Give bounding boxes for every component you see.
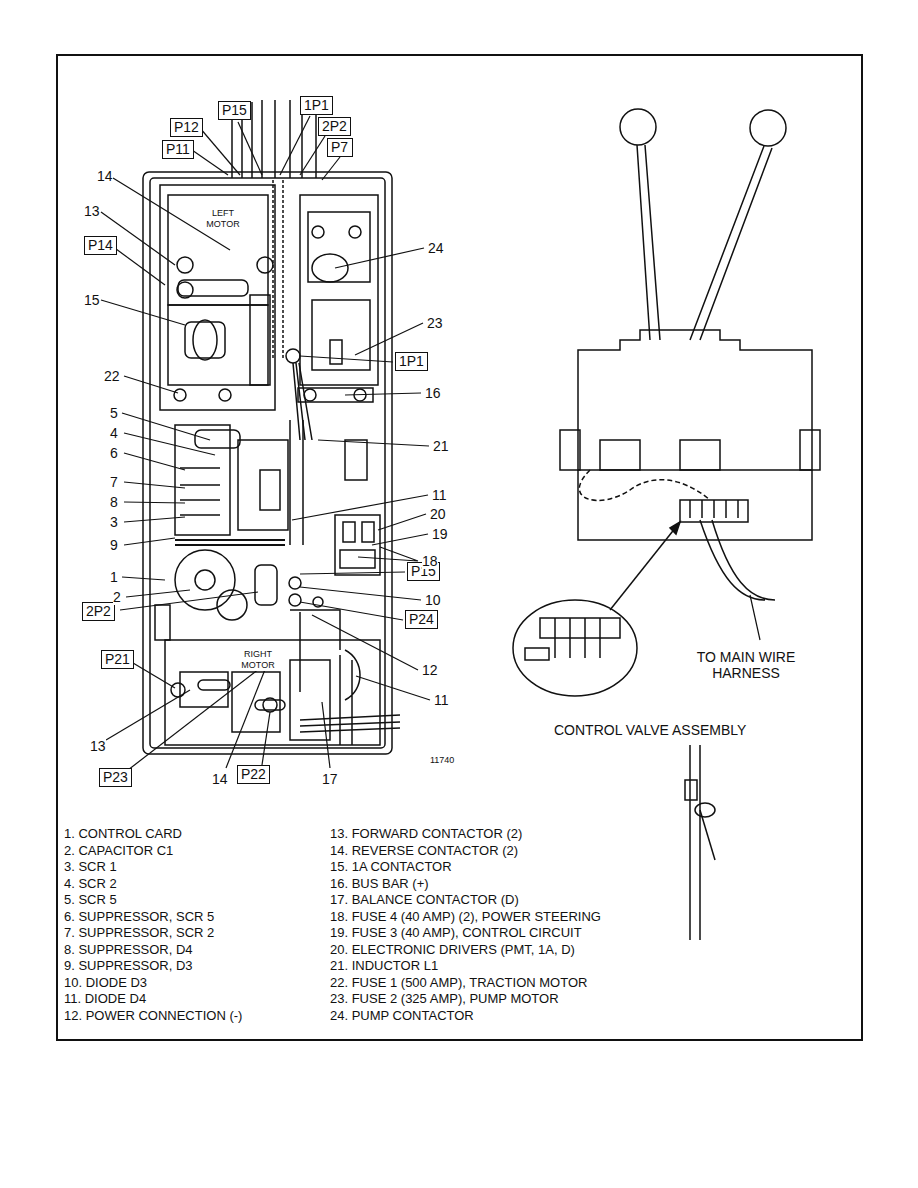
legend-item: 12. POWER CONNECTION (-) xyxy=(64,1008,242,1024)
legend-item: 24. PUMP CONTACTOR xyxy=(330,1008,474,1024)
legend-item: 16. BUS BAR (+) xyxy=(330,876,429,892)
callout-number: 21 xyxy=(433,438,449,454)
caption: CONTROL VALVE ASSEMBLY xyxy=(554,722,746,738)
connector-label: 1P1 xyxy=(304,97,329,113)
legend-item: 18. FUSE 4 (40 AMP) (2), POWER STEERING xyxy=(330,909,601,925)
legend-item: 4. SCR 2 xyxy=(64,876,117,892)
connector-label: 2P2 xyxy=(322,118,347,134)
callout-number: 5 xyxy=(110,405,118,421)
legend-item: 13. FORWARD CONTACTOR (2) xyxy=(330,826,522,842)
callout-number: 16 xyxy=(425,385,441,401)
legend-item: 10. DIODE D3 xyxy=(64,975,147,991)
callout-number: 2 xyxy=(113,589,121,605)
connector-box: P11 xyxy=(162,140,194,159)
callout-number: 14 xyxy=(97,168,113,184)
callout-number: 19 xyxy=(432,526,448,542)
legend-item: 5. SCR 5 xyxy=(64,892,117,908)
connector-box: 2P2 xyxy=(82,602,115,621)
callout-number: 7 xyxy=(110,474,118,490)
connector-box: P7 xyxy=(327,138,353,157)
callout-number: 14 xyxy=(212,771,228,787)
callout-number: 8 xyxy=(110,494,118,510)
callout-number: 18 xyxy=(422,553,438,569)
connector-box: 1P1 xyxy=(395,352,428,371)
legend-item: 21. INDUCTOR L1 xyxy=(330,958,438,974)
connector-box: P12 xyxy=(170,118,203,137)
connector-label: 2P2 xyxy=(86,603,111,619)
connector-box: P21 xyxy=(101,650,134,669)
legend-item: 1. CONTROL CARD xyxy=(64,826,182,842)
callout-number: 13 xyxy=(84,203,100,219)
connector-box: P22 xyxy=(237,765,270,784)
legend-item: 6. SUPPRESSOR, SCR 5 xyxy=(64,909,214,925)
connector-label: P22 xyxy=(241,766,266,782)
callout-number: 12 xyxy=(422,662,438,678)
callout-number: 11 xyxy=(434,692,449,708)
drawing-number: 11740 xyxy=(430,752,454,768)
motor-label: LEFT MOTOR xyxy=(201,208,245,230)
connector-box: P23 xyxy=(99,768,132,787)
callout-number: 9 xyxy=(110,537,118,553)
legend-item: 9. SUPPRESSOR, D3 xyxy=(64,958,193,974)
connector-label: P24 xyxy=(409,611,434,627)
legend-item: 7. SUPPRESSOR, SCR 2 xyxy=(64,925,214,941)
legend-item: 17. BALANCE CONTACTOR (D) xyxy=(330,892,519,908)
motor-label: RIGHT MOTOR xyxy=(236,649,280,671)
callout-number: 6 xyxy=(110,445,118,461)
connector-label: P23 xyxy=(103,769,128,785)
connector-label: 1P1 xyxy=(399,353,424,369)
note-text: TO MAIN WIRE HARNESS xyxy=(686,649,806,681)
callout-number: 23 xyxy=(427,315,443,331)
legend-item: 2. CAPACITOR C1 xyxy=(64,843,173,859)
connector-label: P15 xyxy=(222,102,247,118)
callout-number: 17 xyxy=(322,771,338,787)
callout-number: 22 xyxy=(104,368,120,384)
legend-item: 19. FUSE 3 (40 AMP), CONTROL CIRCUIT xyxy=(330,925,582,941)
connector-box: 1P1 xyxy=(300,96,333,115)
connector-label: P21 xyxy=(105,651,130,667)
callout-number: 15 xyxy=(84,292,100,308)
connector-box: P24 xyxy=(405,610,438,629)
legend-item: 22. FUSE 1 (500 AMP), TRACTION MOTOR xyxy=(330,975,587,991)
legend-item: 15. 1A CONTACTOR xyxy=(330,859,452,875)
callout-number: 1 xyxy=(110,569,118,585)
connector-box: 2P2 xyxy=(318,117,351,136)
connector-label: P7 xyxy=(331,139,348,155)
connector-label: P11 xyxy=(166,141,190,157)
callout-number: 20 xyxy=(430,506,446,522)
connector-label: P12 xyxy=(174,119,199,135)
connector-box: P14 xyxy=(84,236,117,255)
callout-number: 11 xyxy=(432,487,447,503)
legend-item: 14. REVERSE CONTACTOR (2) xyxy=(330,843,518,859)
callout-number: 10 xyxy=(425,592,441,608)
legend-item: 23. FUSE 2 (325 AMP), PUMP MOTOR xyxy=(330,991,559,1007)
legend-item: 20. ELECTRONIC DRIVERS (PMT, 1A, D) xyxy=(330,942,575,958)
legend-item: 8. SUPPRESSOR, D4 xyxy=(64,942,193,958)
legend-item: 11. DIODE D4 xyxy=(64,991,146,1007)
callout-number: 3 xyxy=(110,514,118,530)
connector-box: P15 xyxy=(218,101,251,120)
connector-label: P14 xyxy=(88,237,113,253)
callout-number: 4 xyxy=(110,425,118,441)
legend-item: 3. SCR 1 xyxy=(64,859,117,875)
callout-number: 13 xyxy=(90,738,106,754)
callout-number: 24 xyxy=(428,240,444,256)
